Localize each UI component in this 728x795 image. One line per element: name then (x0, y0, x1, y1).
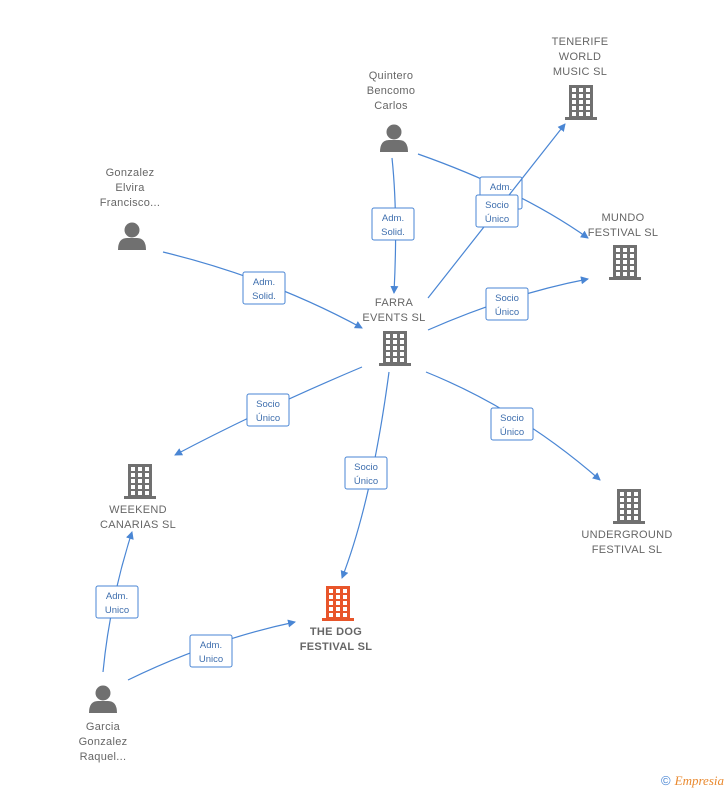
node-label: CANARIAS SL (100, 519, 176, 531)
edges-layer: Adm.Solid.Adm.Solid.Adm.UnicoSocioÚnicoS… (95, 123, 601, 681)
person-icon[interactable] (118, 222, 146, 251)
edge-label-box (475, 194, 519, 228)
edge-label-text: Único (485, 214, 509, 225)
edge-garcia-weekend: Adm. Unico (95, 531, 139, 673)
node-label: EVENTS SL (362, 312, 425, 324)
node-label: WORLD (559, 51, 601, 63)
person-icon[interactable] (89, 685, 117, 714)
node-label: TENERIFE (552, 36, 609, 48)
brand-logo: Empresia (674, 773, 724, 788)
edge-label-box (242, 271, 286, 305)
node-label: Garcia (86, 721, 121, 733)
edge-label-text: Unico (105, 605, 129, 616)
node-mundo[interactable]: MUNDO FESTIVAL SL (588, 212, 659, 280)
node-farra[interactable]: FARRA EVENTS SL (362, 297, 425, 366)
edge-label-text: Socio (354, 462, 378, 473)
node-label: Gonzalez (79, 736, 128, 748)
edge-label-text: Solid. (381, 227, 405, 238)
building-icon[interactable] (565, 85, 597, 120)
node-label: Quintero (369, 70, 414, 82)
node-tenerife[interactable]: TENERIFE WORLD MUSIC SL (552, 36, 609, 120)
edge-label-text: Único (495, 307, 519, 318)
node-label: FESTIVAL SL (592, 544, 663, 556)
edge-label-box (95, 585, 139, 619)
edge-label-text: Adm. (490, 182, 512, 193)
node-label: THE DOG (310, 626, 362, 638)
edge-label-box (246, 393, 290, 427)
node-weekend[interactable]: WEEKEND CANARIAS SL (100, 464, 176, 531)
node-label: FARRA (375, 297, 414, 309)
edge-gonzalez-farra: Adm. Solid. (162, 251, 363, 329)
edge-garcia-thedog: Adm. Unico (127, 619, 296, 681)
node-label: MUNDO (601, 212, 644, 224)
node-label: Francisco... (100, 197, 160, 209)
node-label: WEEKEND (109, 504, 167, 516)
building-icon[interactable] (609, 245, 641, 280)
edge-label-text: Adm. (253, 277, 275, 288)
edge-label-text: Socio (495, 293, 519, 304)
node-gonzalez[interactable]: GonzalezElviraFrancisco... (100, 167, 160, 250)
building-icon[interactable] (379, 331, 411, 366)
node-underground[interactable]: UNDERGROUND FESTIVAL SL (581, 489, 672, 556)
edge-label-text: Adm. (106, 591, 128, 602)
node-label: Carlos (374, 100, 408, 112)
person-icon[interactable] (380, 124, 408, 153)
node-label: MUSIC SL (553, 66, 607, 78)
node-thedog[interactable]: THE DOG FESTIVAL SL (300, 586, 373, 653)
edge-label-text: Socio (500, 413, 524, 424)
building-icon[interactable] (613, 489, 645, 524)
edge-quintero-farra: Adm. Solid. (371, 157, 415, 294)
edge-label-text: Único (256, 413, 280, 424)
edge-label-text: Socio (256, 399, 280, 410)
edge-label-box (371, 207, 415, 241)
edge-label-text: Único (500, 427, 524, 438)
copyright-symbol: © (661, 773, 671, 788)
edge-label-box (485, 287, 529, 321)
node-label: Gonzalez (106, 167, 155, 179)
node-label: UNDERGROUND (581, 529, 672, 541)
edge-label-text: Unico (199, 654, 223, 665)
node-label: FESTIVAL SL (300, 641, 373, 653)
footer-brand: ©Empresia (661, 773, 724, 789)
node-label: Elvira (115, 182, 145, 194)
edge-label-text: Socio (485, 200, 509, 211)
edge-label-text: Único (354, 476, 378, 487)
building-icon[interactable] (124, 464, 156, 499)
node-label: Bencomo (367, 85, 416, 97)
edge-label-text: Solid. (252, 291, 276, 302)
building-icon[interactable] (322, 586, 354, 621)
edge-label-text: Adm. (382, 213, 404, 224)
edge-label-box (189, 634, 233, 668)
node-garcia[interactable]: GarciaGonzalezRaquel... (79, 685, 128, 764)
node-label: Raquel... (80, 751, 127, 763)
edge-label-box (490, 407, 534, 441)
node-label: FESTIVAL SL (588, 227, 659, 239)
nodes-layer: TENERIFE WORLD MUSIC SL MUNDO FESTIVAL SL FAR… (79, 36, 673, 763)
edge-label-text: Adm. (200, 640, 222, 651)
edge-label-box (344, 456, 388, 490)
